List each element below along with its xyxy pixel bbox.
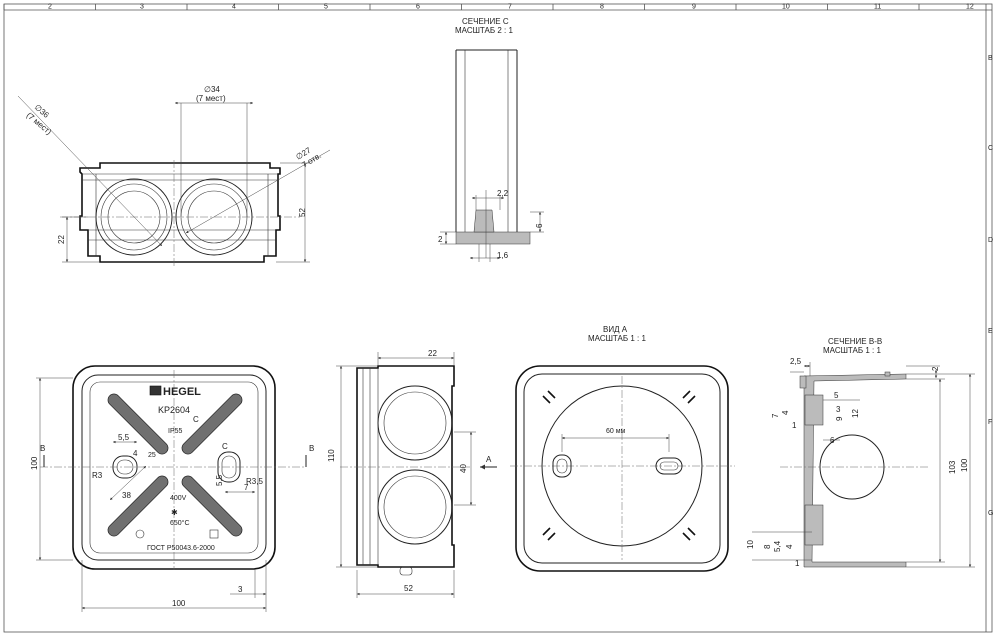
bb-dim-3: 3 bbox=[836, 405, 841, 414]
bb-dim-7: 7 bbox=[771, 413, 780, 418]
bb-dim-10: 10 bbox=[746, 540, 755, 549]
dim-h22: 22 bbox=[57, 235, 66, 244]
bb-dim-6: 6 bbox=[830, 436, 835, 445]
front-view: ∅34 (7 мест) ∅36 (7 мест) ∅27 7 отв. 52 … bbox=[17, 85, 331, 266]
grid-row-label: C bbox=[988, 145, 993, 152]
glow-wire-icon: ✱ bbox=[171, 508, 178, 517]
section-bb-title: СЕЧЕНИЕ B-B bbox=[828, 337, 882, 346]
grid-col-label: 12 bbox=[966, 4, 974, 11]
grid-col-label: 10 bbox=[782, 4, 790, 11]
gland-slot bbox=[107, 393, 243, 537]
side-view: 22 110 40 52 A bbox=[327, 349, 497, 598]
bb-dim-4b: 4 bbox=[785, 544, 794, 549]
bb-dim-9: 9 bbox=[835, 416, 844, 421]
section-c-title: СЕЧЕНИЕ C bbox=[462, 17, 509, 26]
view-a-dim-60: 60 мм bbox=[606, 428, 626, 435]
section-c-view: СЕЧЕНИЕ C МАСШТАБ 2 : 1 2,2 6 2 1,6 bbox=[438, 17, 544, 262]
grid-col-label: 2 bbox=[48, 4, 52, 11]
grid-col-label: 6 bbox=[416, 4, 420, 11]
model-label: KP2604 bbox=[158, 405, 190, 415]
side-dim-22: 22 bbox=[428, 349, 437, 358]
bb-dim-5: 5 bbox=[834, 391, 839, 400]
section-c-dim-2: 2 bbox=[438, 235, 443, 244]
corner-ribs bbox=[542, 390, 696, 541]
ip-rating: IP55 bbox=[168, 428, 183, 435]
standard-label: ГОСТ Р50043.6-2000 bbox=[147, 545, 215, 552]
dim-dia34-count: (7 мест) bbox=[196, 94, 226, 103]
side-dim-40: 40 bbox=[459, 464, 468, 473]
brand-logo-text: HEGEL bbox=[163, 386, 201, 398]
section-b-left: B bbox=[40, 444, 45, 453]
grid-col-label: 7 bbox=[508, 4, 512, 11]
dim-3: 3 bbox=[238, 585, 243, 594]
grid-row-label: E bbox=[988, 328, 993, 335]
grid-col-label: 9 bbox=[692, 4, 696, 11]
top-view: HEGEL KP2604 C IP55 400V ✱ 650°C ГОСТ Р5… bbox=[30, 365, 314, 612]
dim-r3: R3 bbox=[92, 471, 103, 480]
grid-row-label: B bbox=[988, 55, 993, 62]
bb-dim-1: 1 bbox=[792, 421, 797, 430]
bb-dim-100: 100 bbox=[960, 458, 969, 472]
section-b-right: B bbox=[309, 444, 314, 453]
section-bb-scale: МАСШТАБ 1 : 1 bbox=[823, 346, 881, 355]
view-a-scale: МАСШТАБ 1 : 1 bbox=[588, 334, 646, 343]
grid-row-label: G bbox=[988, 510, 993, 517]
dim-55: 5,5 bbox=[118, 433, 130, 442]
side-dim-110: 110 bbox=[327, 449, 336, 462]
dim-r35: R3,5 bbox=[246, 477, 263, 486]
bb-dim-2: 2 bbox=[931, 366, 940, 371]
section-c-scale: МАСШТАБ 2 : 1 bbox=[455, 26, 513, 35]
dim-100-h: 100 bbox=[172, 599, 186, 608]
view-a-title: ВИД A bbox=[603, 325, 628, 334]
bb-dim-25: 2,5 bbox=[790, 357, 802, 366]
bb-dim-54: 5,4 bbox=[773, 540, 782, 552]
section-c-marker: C bbox=[222, 442, 228, 451]
dim-7: 7 bbox=[244, 483, 249, 492]
grid-row-label: D bbox=[988, 237, 993, 244]
side-dim-52: 52 bbox=[404, 584, 413, 593]
bb-dim-103: 103 bbox=[948, 460, 957, 474]
temp-label: 650°C bbox=[170, 519, 190, 527]
dim-25: 25 bbox=[148, 452, 156, 459]
section-c-dim-22: 2,2 bbox=[497, 189, 509, 198]
dim-55b: 5,5 bbox=[215, 474, 224, 486]
dim-dia34: ∅34 bbox=[204, 85, 220, 94]
grid-col-label: 11 bbox=[874, 4, 881, 11]
section-bb-view: СЕЧЕНИЕ B-B МАСШТАБ 1 : 1 2,5 2 5 7 4 3 … bbox=[746, 337, 975, 568]
bb-dim-12: 12 bbox=[851, 409, 860, 418]
voltage-label: 400V bbox=[170, 495, 187, 502]
view-a: ВИД A МАСШТАБ 1 : 1 60 мм bbox=[510, 325, 735, 572]
dim-38: 38 bbox=[122, 491, 131, 500]
section-c-dim-6: 6 bbox=[535, 223, 544, 228]
grid-col-label: 3 bbox=[140, 4, 144, 11]
c-mark: C bbox=[193, 415, 199, 424]
dim-100-v: 100 bbox=[30, 456, 39, 470]
bb-dim-8: 8 bbox=[763, 544, 772, 549]
sheet-frame: 2 3 4 5 6 7 8 9 10 11 12 B C D E F G bbox=[3, 4, 993, 633]
bb-dim-1b: 1 bbox=[795, 559, 800, 568]
grid-row-label: F bbox=[988, 419, 992, 426]
grid-col-label: 5 bbox=[324, 4, 328, 11]
dim-h52: 52 bbox=[298, 208, 307, 217]
grid-col-label: 8 bbox=[600, 4, 604, 11]
view-a-arrow-label: A bbox=[486, 455, 492, 464]
bb-dim-4: 4 bbox=[781, 410, 790, 415]
dim-4: 4 bbox=[133, 449, 138, 458]
grid-col-label: 4 bbox=[232, 4, 236, 11]
section-c-dim-16: 1,6 bbox=[497, 251, 509, 260]
